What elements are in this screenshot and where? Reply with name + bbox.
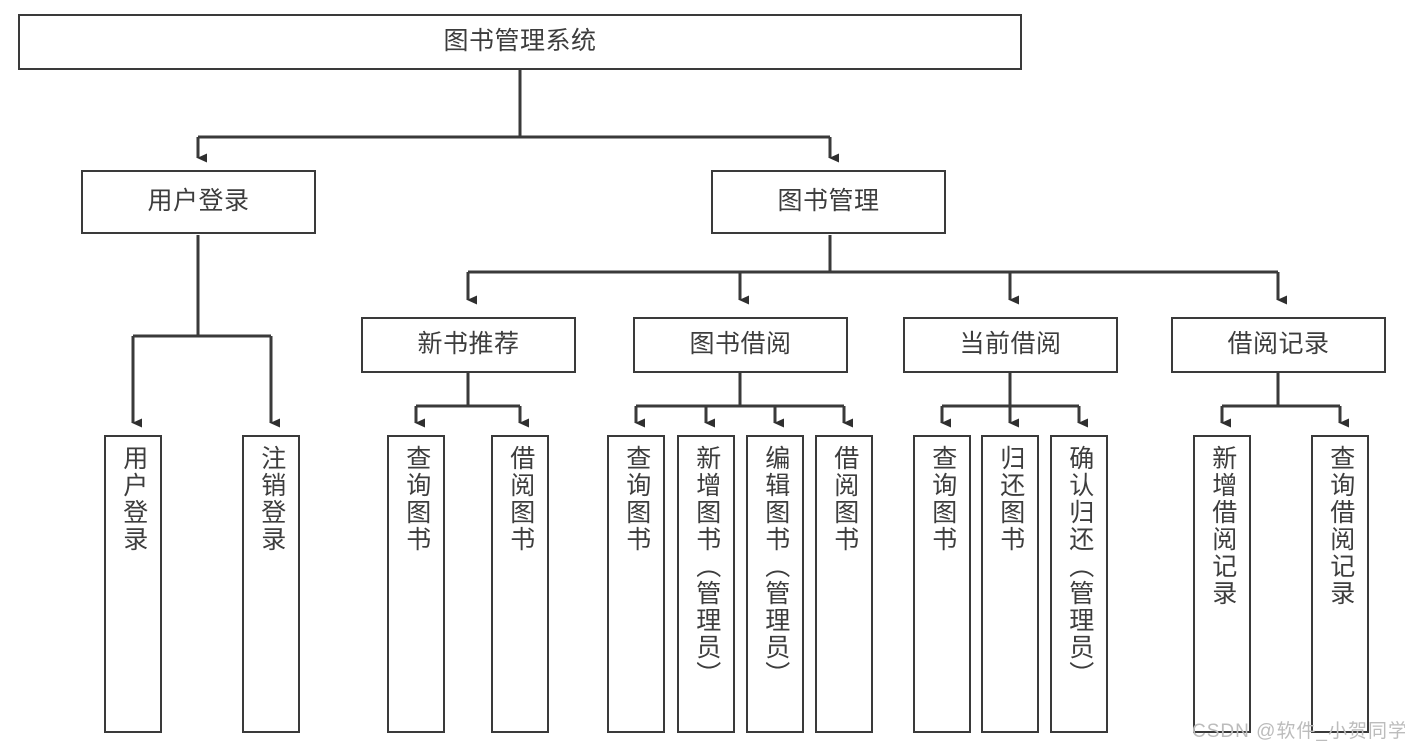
leaf-current-confirm-return-admin[interactable]: 确认归还（管理员） — [1050, 435, 1108, 733]
leaf-current-query-book[interactable]: 查询图书 — [913, 435, 971, 733]
node-label: 新书推荐 — [417, 330, 520, 359]
node-label: 归还图书 — [996, 445, 1025, 553]
leaf-user-login[interactable]: 用户登录 — [104, 435, 162, 733]
leaf-borrow-query-book[interactable]: 查询图书 — [607, 435, 665, 733]
node-label: 查询图书 — [928, 445, 957, 553]
node-label: 用户登录 — [147, 187, 250, 216]
node-label: 借阅图书 — [506, 445, 535, 553]
leaf-current-return-book[interactable]: 归还图书 — [981, 435, 1039, 733]
node-label: 借阅图书 — [830, 445, 859, 553]
leaf-record-add-borrow-record[interactable]: 新增借阅记录 — [1193, 435, 1251, 733]
leaf-user-logout[interactable]: 注销登录 — [242, 435, 300, 733]
node-label: 借阅记录 — [1227, 330, 1330, 359]
node-label: 当前借阅 — [959, 330, 1062, 359]
node-label: 注销登录 — [257, 445, 286, 553]
node-book-borrow[interactable]: 图书借阅 — [633, 317, 848, 373]
leaf-borrow-add-book-admin[interactable]: 新增图书（管理员） — [677, 435, 735, 733]
node-label: 查询图书 — [402, 445, 431, 553]
node-label: 图书管理系统 — [443, 27, 597, 56]
node-label: 图书管理 — [777, 187, 880, 216]
node-label: 编辑图书（管理员） — [761, 445, 790, 688]
node-new-book-recommend[interactable]: 新书推荐 — [361, 317, 576, 373]
node-borrow-record[interactable]: 借阅记录 — [1171, 317, 1386, 373]
node-current-borrow[interactable]: 当前借阅 — [903, 317, 1118, 373]
node-label: 查询图书 — [622, 445, 651, 553]
node-label: 确认归还（管理员） — [1065, 445, 1094, 688]
node-label: 图书借阅 — [689, 330, 792, 359]
leaf-record-query-borrow-record[interactable]: 查询借阅记录 — [1311, 435, 1369, 733]
node-label: 查询借阅记录 — [1326, 445, 1355, 607]
node-root-system[interactable]: 图书管理系统 — [18, 14, 1022, 70]
leaf-recommend-borrow-book[interactable]: 借阅图书 — [491, 435, 549, 733]
node-label: 新增借阅记录 — [1208, 445, 1237, 607]
node-label: 用户登录 — [119, 445, 148, 553]
node-label: 新增图书（管理员） — [692, 445, 721, 688]
node-book-management[interactable]: 图书管理 — [711, 170, 946, 234]
leaf-recommend-query-book[interactable]: 查询图书 — [387, 435, 445, 733]
leaf-borrow-borrow-book[interactable]: 借阅图书 — [815, 435, 873, 733]
node-user-login[interactable]: 用户登录 — [81, 170, 316, 234]
leaf-borrow-edit-book-admin[interactable]: 编辑图书（管理员） — [746, 435, 804, 733]
csdn-watermark: CSDN @软件_小贺同学 — [1192, 721, 1405, 742]
